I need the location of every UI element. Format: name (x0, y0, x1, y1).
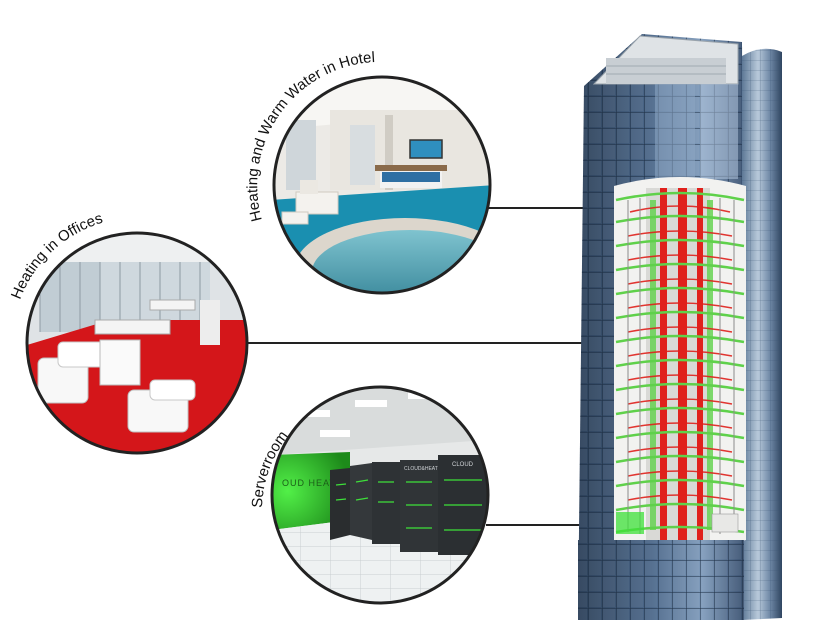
offices-callout: Heating in Offices (8, 210, 249, 455)
hotel-callout: Heating and Warm Water in Hotel (244, 49, 492, 295)
rack-brand-label: CLOUD&HEAT (404, 466, 438, 472)
serverroom-callout: OUD HEAT (249, 385, 490, 605)
serverroom-image: OUD HEAT (272, 387, 488, 603)
wall-text: OUD HEAT (282, 478, 336, 488)
cutaway-section (614, 177, 746, 548)
server-racks: CLOUD&HEAT CLOUD (330, 455, 488, 555)
hotel-room-image (274, 77, 490, 293)
rack-brand-label-cut: CLOUD (452, 462, 474, 468)
skyscraper-cutaway-image (578, 34, 782, 621)
